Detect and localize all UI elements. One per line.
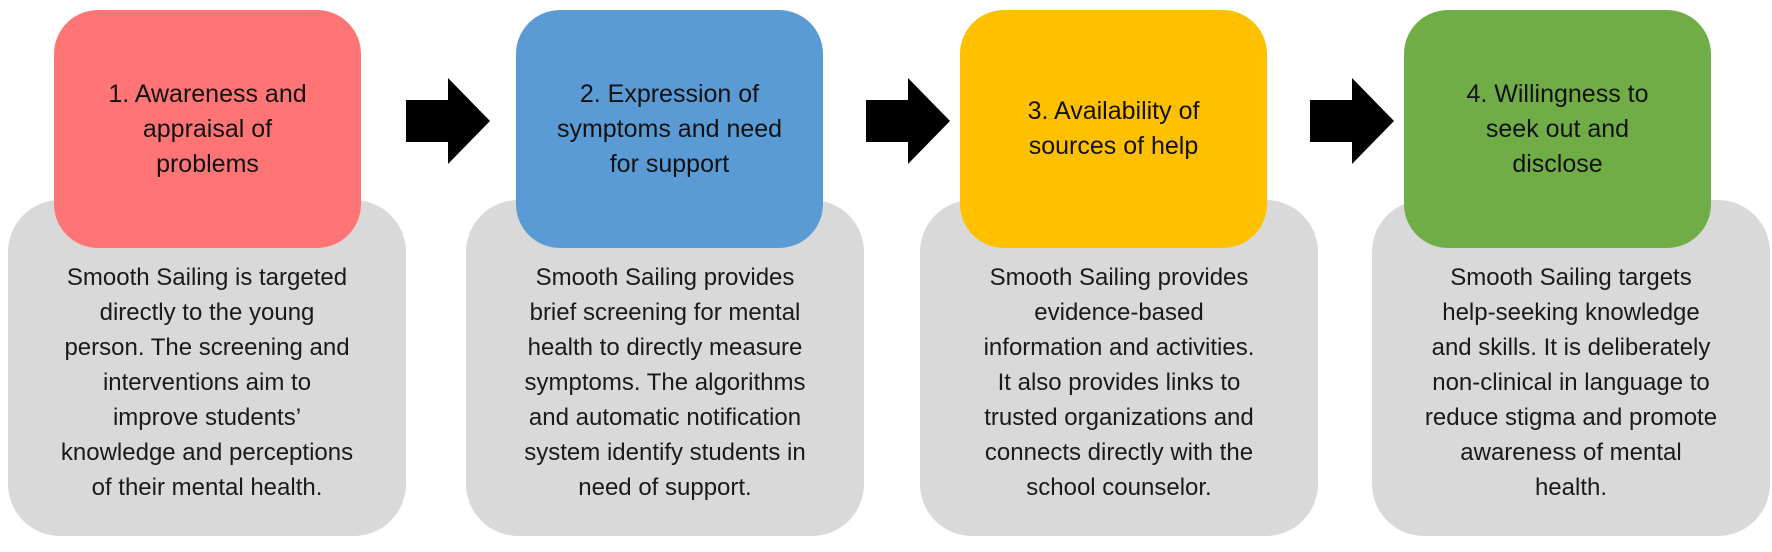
step-2: Smooth Sailing provides brief screening …	[466, 0, 866, 552]
step-3-description: Smooth Sailing provides evidence-based i…	[983, 264, 1255, 501]
arrow-2-icon	[866, 78, 950, 164]
step-2-title-box: 2. Expression of symptoms and need for s…	[516, 10, 823, 248]
step-4: Smooth Sailing targets help-seeking know…	[1372, 0, 1772, 552]
step-3: Smooth Sailing provides evidence-based i…	[920, 0, 1320, 552]
step-4-description-box: Smooth Sailing targets help-seeking know…	[1372, 200, 1770, 536]
arrow-2-shape	[866, 78, 950, 164]
step-4-title: 4. Willingness to seek out and disclose	[1466, 79, 1649, 178]
step-2-description: Smooth Sailing provides brief screening …	[524, 264, 806, 501]
step-1: Smooth Sailing is targeted directly to t…	[8, 0, 408, 552]
step-1-description-box: Smooth Sailing is targeted directly to t…	[8, 200, 406, 536]
step-1-description: Smooth Sailing is targeted directly to t…	[60, 264, 354, 501]
step-2-description-box: Smooth Sailing provides brief screening …	[466, 200, 864, 536]
step-2-title: 2. Expression of symptoms and need for s…	[556, 79, 783, 178]
step-1-title: 1. Awareness and appraisal of problems	[108, 79, 307, 178]
step-3-title-box: 3. Availability of sources of help	[960, 10, 1267, 248]
step-4-title-box: 4. Willingness to seek out and disclose	[1404, 10, 1711, 248]
arrow-3-icon	[1310, 78, 1394, 164]
arrow-3-shape	[1310, 78, 1394, 164]
step-3-title: 3. Availability of sources of help	[1027, 97, 1200, 160]
arrow-1-shape	[406, 78, 490, 164]
arrow-1-icon	[406, 78, 490, 164]
step-4-description: Smooth Sailing targets help-seeking know…	[1424, 264, 1718, 501]
step-1-title-box: 1. Awareness and appraisal of problems	[54, 10, 361, 248]
step-3-description-box: Smooth Sailing provides evidence-based i…	[920, 200, 1318, 536]
